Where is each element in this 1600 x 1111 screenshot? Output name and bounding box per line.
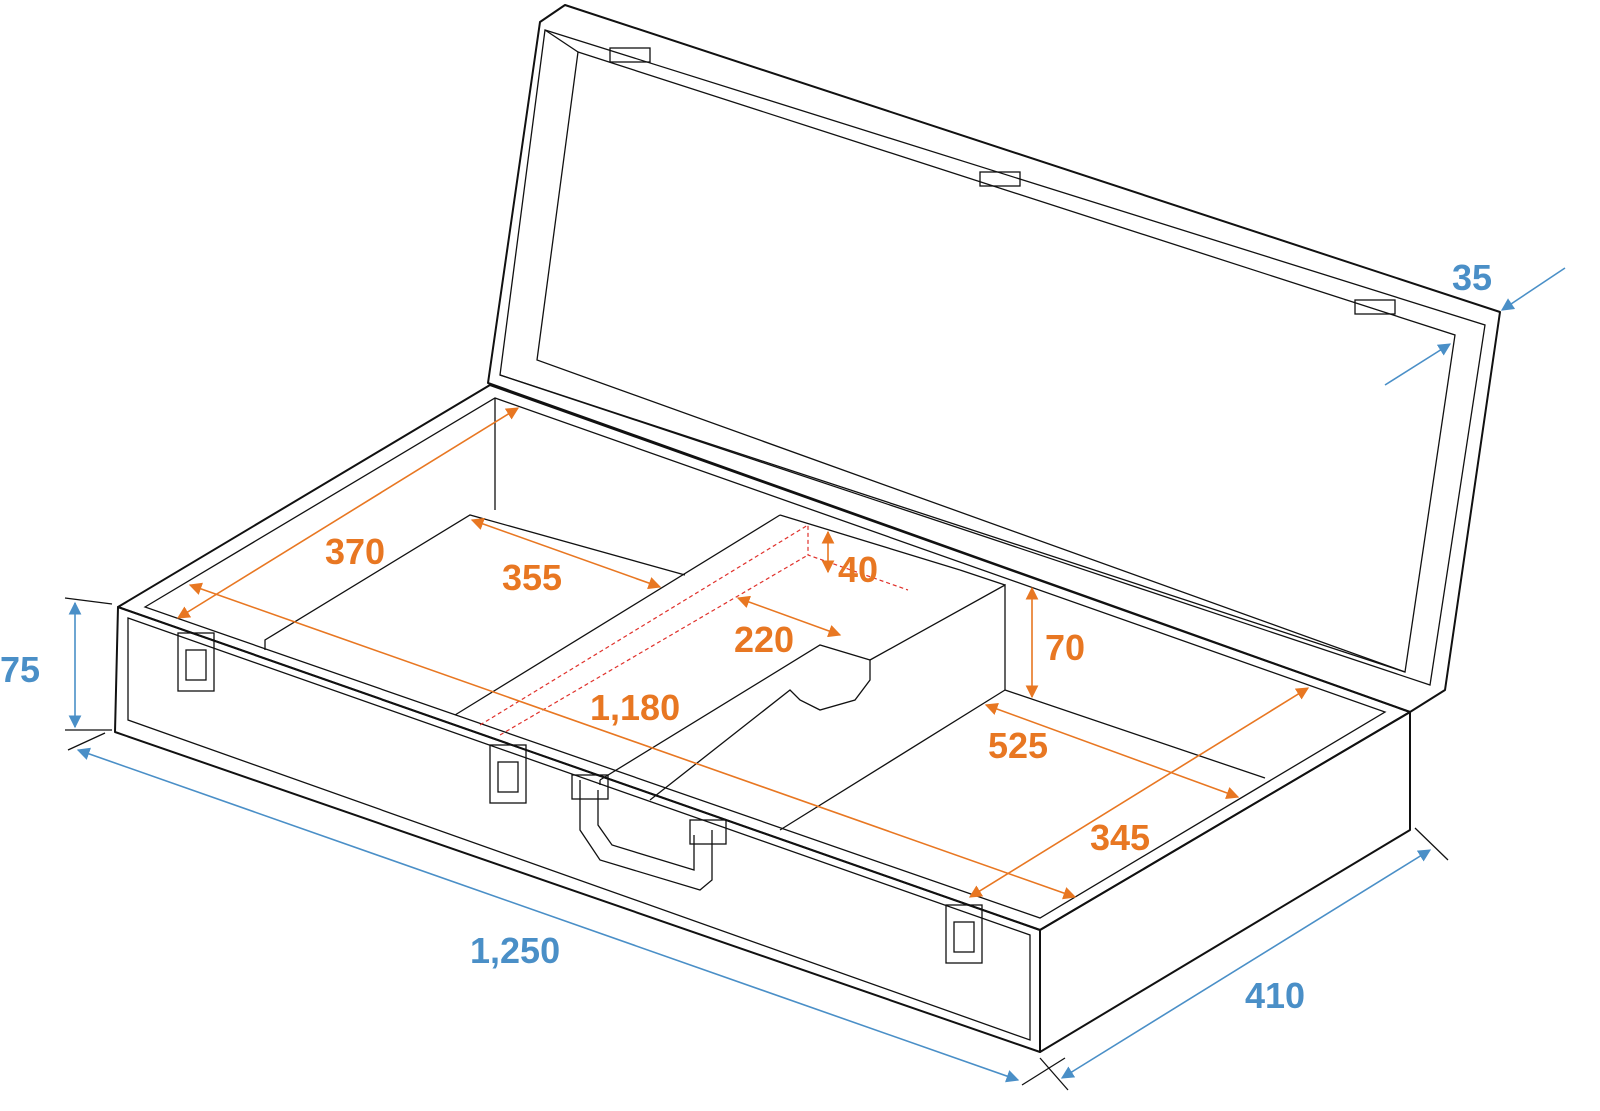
dim-slot-width: 220: [734, 619, 794, 660]
lid-latch-icon: [1354, 299, 1396, 315]
front-latch-icon: [945, 904, 983, 964]
front-latch-icon: [489, 744, 527, 804]
dim-compartment-right-width: 525: [988, 725, 1048, 766]
dim-lid-height: 35: [1452, 257, 1492, 298]
dim-depth-right: 345: [1090, 817, 1150, 858]
dim-base-height: 75: [0, 649, 40, 690]
dim-depth-left: 370: [325, 531, 385, 572]
lid-latch-icon: [979, 171, 1021, 187]
dim-width: 410: [1245, 975, 1305, 1016]
dim-compartment-left-width: 355: [502, 557, 562, 598]
outer-dimension-lines: [64, 267, 1566, 1091]
dim-inner-length: 1,180: [590, 687, 680, 728]
dim-length: 1,250: [470, 930, 560, 971]
dim-divider-depth: 40: [838, 549, 878, 590]
case-base: [114, 384, 1411, 1053]
case-lid: [487, 4, 1501, 713]
lid-latch-icon: [609, 47, 651, 63]
dim-compartment-height: 70: [1045, 627, 1085, 668]
